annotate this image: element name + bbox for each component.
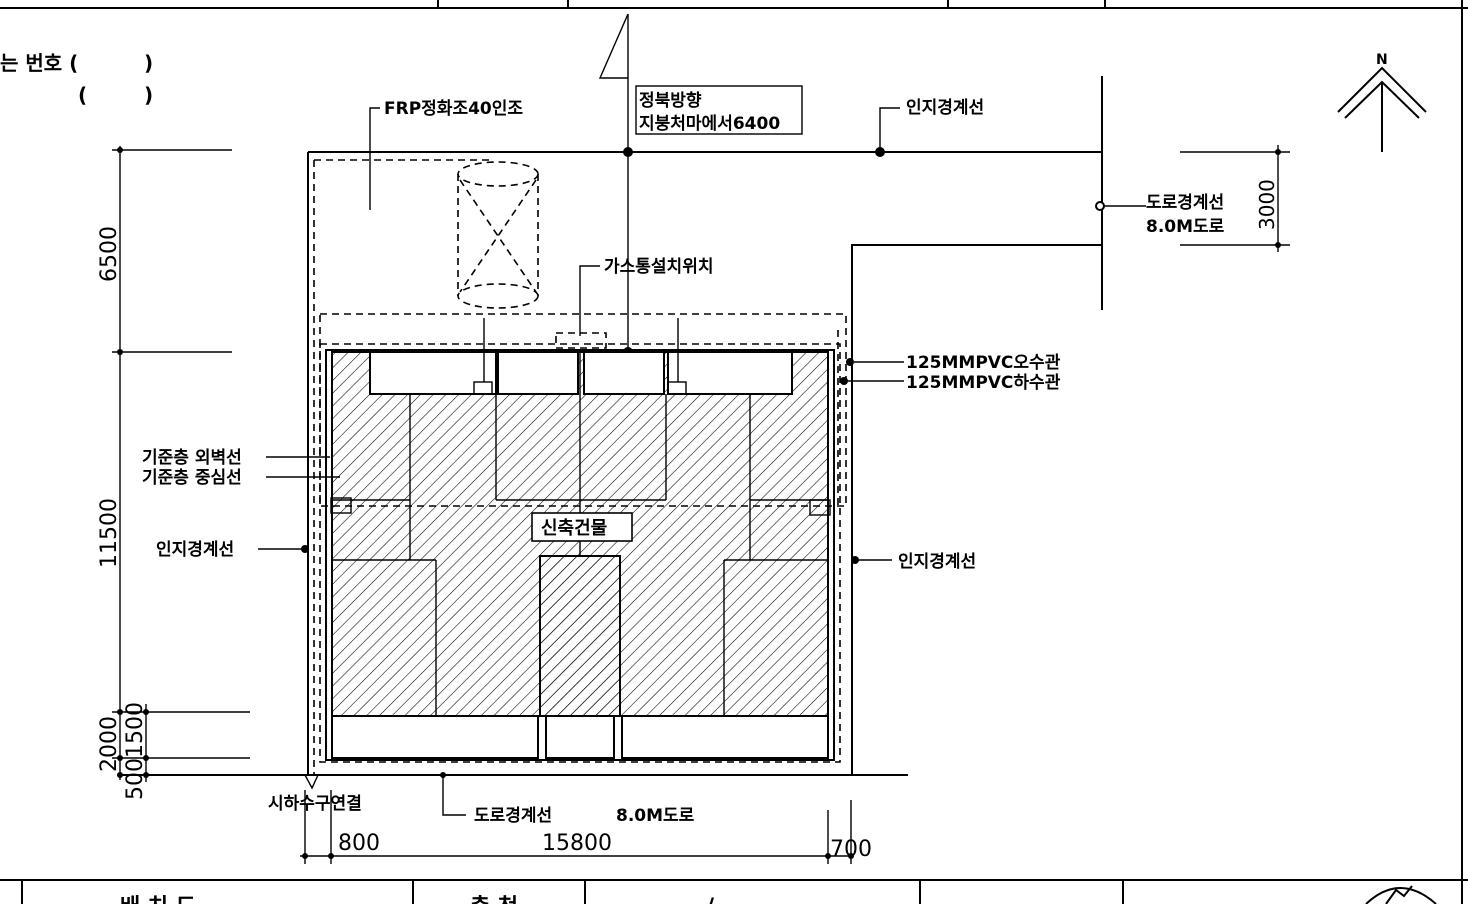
- road-right-label: 8.0M도로: [1146, 217, 1225, 237]
- building-outline: [325, 349, 835, 761]
- gas-meter-box: [555, 332, 607, 349]
- north-arrow-icon: N: [1337, 52, 1427, 152]
- frp-label: FRP정화조40인조: [384, 99, 523, 119]
- number-close-2: ): [144, 83, 153, 107]
- site-line-right-label: 인지경계선: [898, 552, 976, 572]
- leader-site-top: [879, 107, 900, 152]
- stamp-icon: [1365, 885, 1437, 904]
- dim-15800: 15800: [542, 831, 612, 856]
- number-close: ): [144, 51, 153, 75]
- number-label: 는 번호 (: [0, 51, 78, 75]
- road-line-bottom-label: 도로경계선: [474, 806, 552, 826]
- leader-road-bottom: [442, 775, 466, 816]
- gas-meter-label: 가스통설치위치: [604, 257, 713, 277]
- boundary-point-icon: [1095, 201, 1105, 211]
- horizontal-dimension-chain: [300, 790, 854, 864]
- dim-1500: 1500: [123, 702, 148, 758]
- leader-frp: [369, 107, 380, 210]
- north-direction-label-2: 지붕처마에서6400: [639, 114, 780, 134]
- road-line-right-label: 도로경계선: [1146, 193, 1224, 213]
- dim-700: 700: [830, 837, 872, 862]
- site-line-left-label: 인지경계선: [156, 540, 234, 560]
- site-boundary-right: [851, 244, 1102, 775]
- dim-3000: 3000: [1255, 179, 1279, 230]
- footer-scale: 축 척: [470, 895, 518, 904]
- septic-tank: [457, 161, 539, 309]
- vertical-dimension-chain: [112, 146, 250, 782]
- boundary-point-icon: [623, 147, 633, 157]
- building-hatch: [331, 318, 829, 759]
- dim-6500: 6500: [97, 226, 122, 282]
- sewer-arrow-icon: [304, 774, 319, 790]
- dim-500: 500: [123, 758, 148, 800]
- pvc-drain-label: 125MMPVC하수관: [906, 373, 1061, 393]
- sewer-connect-label: 시하수구연결: [268, 794, 362, 814]
- north-direction-label-1: 정북방향: [639, 90, 702, 111]
- new-building-label: 신축건물: [541, 518, 607, 539]
- std-center-label: 기준층 중심선: [142, 468, 242, 488]
- north-direction-marker: 정북방향 지붕처마에서6400: [598, 13, 803, 354]
- new-building-box: [531, 512, 633, 542]
- footer-slash: /: [706, 895, 715, 904]
- pvc-sewage-label: 125MMPVC오수관: [906, 353, 1061, 373]
- road-bottom-label: 8.0M도로: [616, 806, 695, 826]
- leader-gas: [579, 265, 600, 336]
- number-open-2: (: [78, 83, 87, 107]
- dim-800: 800: [338, 831, 380, 856]
- std-outer-wall-label: 기준층 외벽선: [142, 448, 242, 468]
- dim-11500: 11500: [97, 498, 122, 568]
- north-label: N: [1376, 52, 1388, 68]
- dim-2000: 2000: [97, 716, 122, 772]
- site-line-top-label: 인지경계선: [906, 98, 984, 118]
- footer-title: 배 치 도: [120, 895, 196, 904]
